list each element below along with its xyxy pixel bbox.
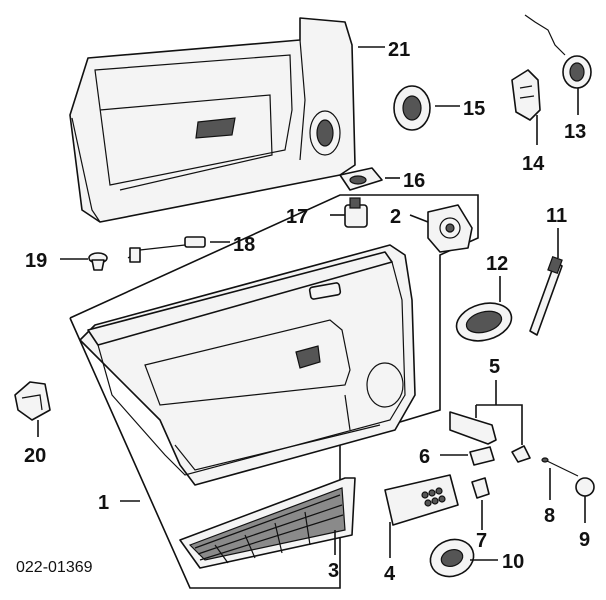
callout-10: 10 <box>502 551 524 573</box>
part-9-cap <box>575 477 595 497</box>
part-7-clip <box>471 477 490 499</box>
callout-11: 11 <box>546 205 567 227</box>
part-2-bracket <box>427 204 473 253</box>
part-14-latch-bracket <box>511 69 541 121</box>
callout-5: 5 <box>489 356 500 378</box>
part-6-clip <box>469 446 495 466</box>
callout-1: 1 <box>98 492 109 514</box>
part-18-wire-connector <box>127 236 206 263</box>
part-12-handle-bezel <box>455 302 513 342</box>
part-20-clip <box>14 381 51 421</box>
part-3-net-pocket <box>179 477 356 569</box>
callout-3: 3 <box>328 560 339 582</box>
callout-8: 8 <box>544 505 555 527</box>
part-13-speaker <box>524 14 592 89</box>
callout-14: 14 <box>522 153 545 175</box>
reference-code: 022-01369 <box>16 559 93 576</box>
part-17-switch <box>344 197 368 228</box>
part-10-speaker <box>429 538 475 578</box>
callout-2: 2 <box>390 206 401 228</box>
callout-13: 13 <box>564 121 586 143</box>
part-1-door-trim-assembly <box>69 194 479 589</box>
callout-7: 7 <box>476 530 487 552</box>
part-11-support-rod <box>529 255 563 336</box>
callout-4: 4 <box>384 563 396 585</box>
part-16-switch-bezel <box>339 167 383 191</box>
callout-19: 19 <box>25 250 47 272</box>
part-19-push-pin <box>88 252 108 271</box>
leader-lines <box>37 46 586 561</box>
callout-15: 15 <box>463 98 485 120</box>
callout-12: 12 <box>486 253 508 275</box>
callout-16: 16 <box>403 170 425 192</box>
callout-21: 21 <box>388 39 410 61</box>
callout-9: 9 <box>579 529 590 551</box>
callout-17: 17 <box>286 206 308 228</box>
part-15-tweeter <box>393 85 431 131</box>
part-4-switch-panel <box>384 474 459 526</box>
callout-labels: 21 15 16 17 18 19 2 12 11 14 13 5 6 7 8 … <box>24 39 590 585</box>
callout-6: 6 <box>419 446 430 468</box>
part-21-trim-panel <box>69 17 356 223</box>
callout-18: 18 <box>233 234 255 256</box>
part-5-handle-assembly <box>449 411 531 463</box>
callout-20: 20 <box>24 445 46 467</box>
part-8-screw <box>541 457 579 477</box>
